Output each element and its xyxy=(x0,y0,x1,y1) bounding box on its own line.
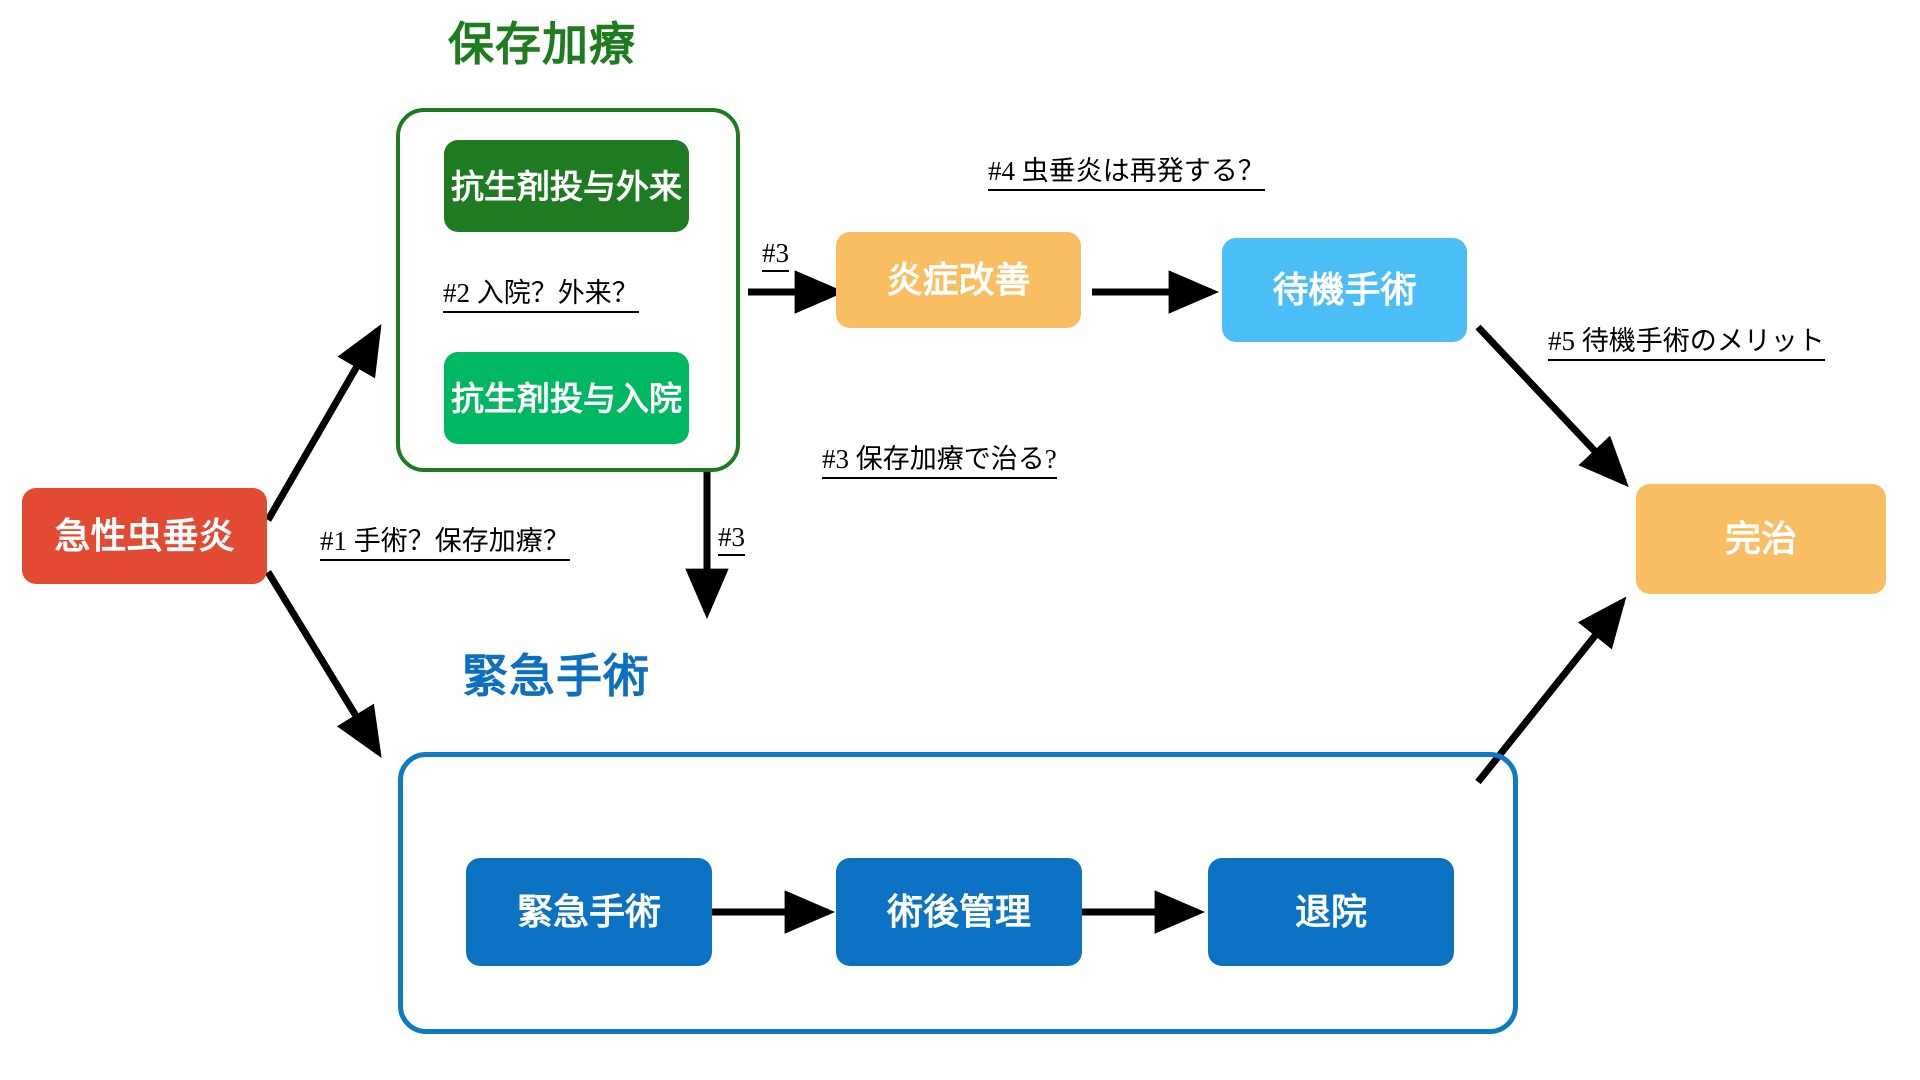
arrow-start-to-emergency xyxy=(265,570,382,758)
annotation-q3-tag-right: #3 xyxy=(762,238,789,272)
annotation-q1: #1 手術？保存加療？ xyxy=(320,526,570,562)
node-cure[interactable]: 完治 xyxy=(1636,484,1886,594)
annotation-q4: #4 虫垂炎は再発する？ xyxy=(988,156,1265,192)
arrow-start-to-conservative xyxy=(264,323,382,522)
node-antibiotics-outpatient[interactable]: 抗生剤投与外来 xyxy=(444,140,689,232)
node-discharge[interactable]: 退院 xyxy=(1208,858,1454,966)
node-postoperative-care[interactable]: 術後管理 xyxy=(836,858,1082,966)
annotation-q3-tag-down: #3 xyxy=(718,522,745,556)
conservative-group-container xyxy=(396,108,740,472)
annotation-q3: #3 保存加療で治る? xyxy=(822,444,1057,480)
node-elective-surgery[interactable]: 待機手術 xyxy=(1222,238,1467,342)
annotation-q2: #2 入院？外来？ xyxy=(443,278,639,314)
node-emergency-surgery[interactable]: 緊急手術 xyxy=(466,858,712,966)
emergency-group-container xyxy=(398,752,1518,1034)
node-antibiotics-inpatient[interactable]: 抗生剤投与入院 xyxy=(444,352,689,444)
node-inflammation-improved[interactable]: 炎症改善 xyxy=(836,232,1081,328)
annotation-q5: #5 待機手術のメリット xyxy=(1548,326,1825,362)
node-acute-appendicitis[interactable]: 急性虫垂炎 xyxy=(22,488,267,584)
emergency-section-title: 緊急手術 xyxy=(462,650,650,702)
conservative-section-title: 保存加療 xyxy=(448,18,636,70)
